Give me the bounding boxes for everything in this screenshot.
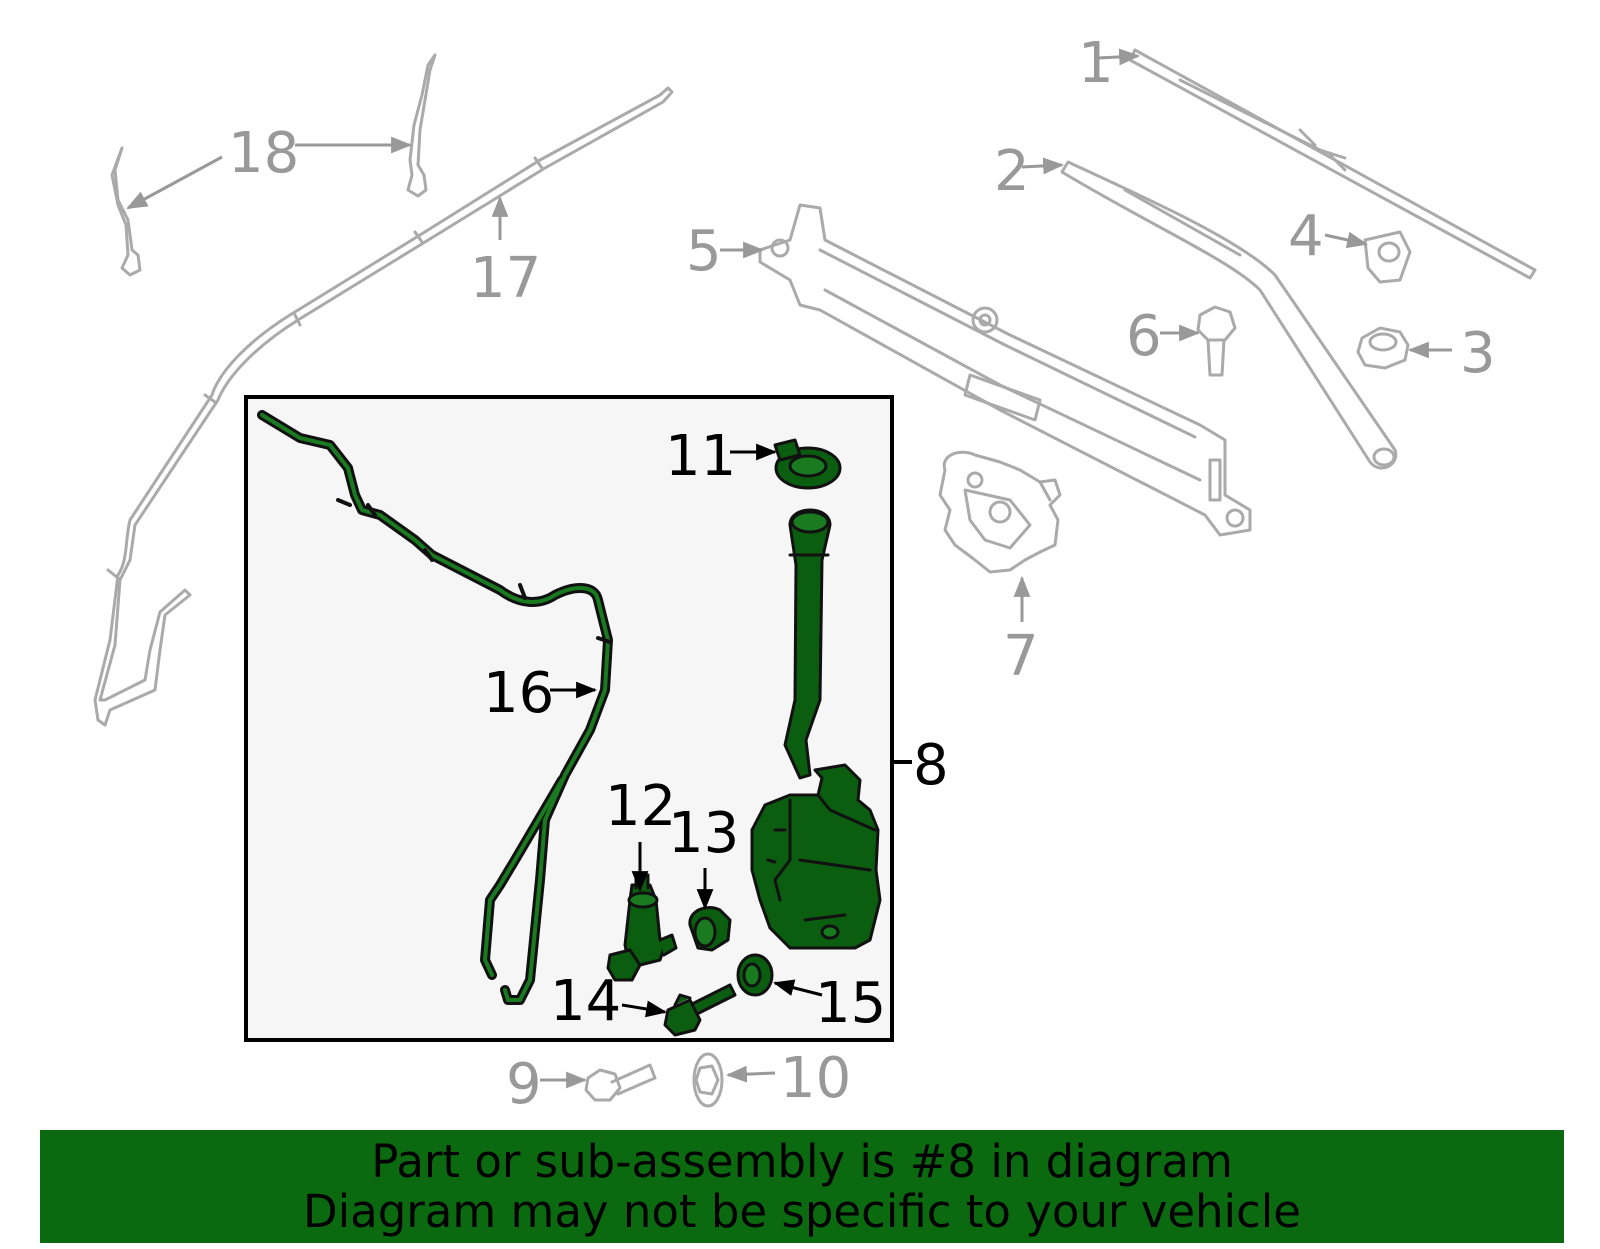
callout-11: 11 <box>665 424 736 489</box>
part-7-wiper-motor <box>938 450 1062 574</box>
part-13-grommet <box>688 906 732 952</box>
banner-line-2: Diagram may not be specific to your vehi… <box>303 1184 1301 1238</box>
part-2-wiper-arm <box>1060 160 1398 470</box>
callout-13: 13 <box>668 801 739 866</box>
part-4-cap <box>1363 230 1412 284</box>
leader-14 <box>621 1000 668 1018</box>
part-6-bolt <box>1196 305 1237 377</box>
info-banner: Part or sub-assembly is #8 in diagram Di… <box>40 1130 1564 1243</box>
leader-18a <box>126 155 223 210</box>
part-8-washer-reservoir <box>750 508 882 950</box>
callout-14: 14 <box>550 969 621 1034</box>
part-11-reservoir-cap <box>773 438 842 490</box>
part-18-washer-nozzles <box>110 53 437 277</box>
callout-3: 3 <box>1460 321 1496 386</box>
callout-6: 6 <box>1126 304 1162 369</box>
callout-5: 5 <box>686 219 722 284</box>
callout-15: 15 <box>815 971 886 1036</box>
leader-15 <box>772 979 823 997</box>
part-16-washer-hose <box>257 410 613 1005</box>
banner-line-1: Part or sub-assembly is #8 in diagram <box>371 1134 1233 1188</box>
part-15-seal <box>736 953 774 997</box>
part-3-nut <box>1356 326 1410 370</box>
part-9-bolt <box>584 1063 657 1102</box>
part-14-level-sensor <box>663 983 737 1037</box>
callout-8: 8 <box>913 733 949 798</box>
part-17-washer-hose <box>93 86 674 727</box>
callout-10: 10 <box>780 1046 851 1111</box>
part-5-linkage <box>758 203 1252 537</box>
leader-2 <box>1021 157 1065 175</box>
part-10-nut <box>692 1052 724 1108</box>
callout-9: 9 <box>506 1052 542 1117</box>
callout-12: 12 <box>605 774 676 839</box>
callout-18: 18 <box>228 121 299 186</box>
callout-17: 17 <box>470 246 541 311</box>
callout-1: 1 <box>1078 31 1114 96</box>
callout-2: 2 <box>994 139 1030 204</box>
leader-4 <box>1324 231 1369 249</box>
leader-1 <box>1097 48 1141 66</box>
callout-4: 4 <box>1288 204 1324 269</box>
callout-7: 7 <box>1003 624 1039 689</box>
leader-10 <box>725 1065 776 1083</box>
callout-16: 16 <box>483 661 554 726</box>
